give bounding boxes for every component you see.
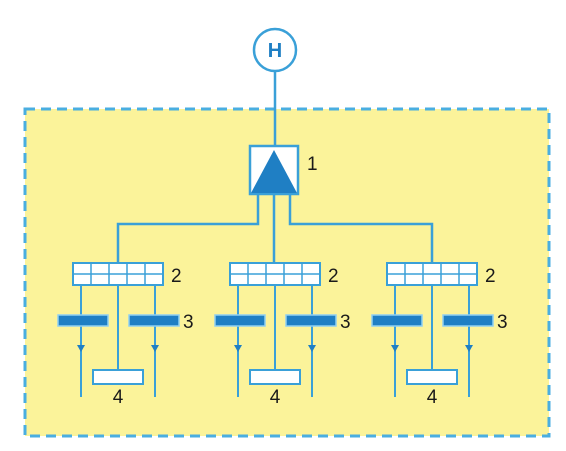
bar-number: 3: [497, 312, 508, 333]
block: [92, 369, 144, 385]
distribution-groups: 2 3 4 2 3 4 2 3 4: [57, 262, 508, 408]
manifold-number: 2: [171, 266, 182, 287]
group-3: 2 3 4: [371, 262, 508, 408]
manifold-number: 2: [485, 266, 496, 287]
group-2: 2 3 4: [214, 262, 351, 408]
bar-right: [285, 314, 337, 327]
flow-arrow-icon: [77, 345, 85, 352]
block: [249, 369, 301, 385]
bar-number: 3: [340, 312, 351, 333]
pump-triangle-icon: [251, 150, 297, 193]
manifold-number: 2: [328, 266, 339, 287]
bar-left: [57, 314, 109, 327]
block-number: 4: [427, 387, 438, 408]
flow-arrow-icon: [151, 345, 159, 352]
pump-number: 1: [307, 154, 318, 175]
bar-right: [128, 314, 180, 327]
flow-arrow-icon: [465, 345, 473, 352]
block-number: 4: [270, 387, 281, 408]
flow-arrow-icon: [234, 345, 242, 352]
bar-number: 3: [183, 312, 194, 333]
flow-arrow-icon: [391, 345, 399, 352]
h-node: [252, 27, 298, 73]
h-node-label: H: [268, 40, 282, 62]
block-number: 4: [113, 387, 124, 408]
bar-right: [442, 314, 494, 327]
bar-left: [371, 314, 423, 327]
flow-arrow-icon: [308, 345, 316, 352]
group-1: 2 3 4: [57, 262, 194, 408]
bar-left: [214, 314, 266, 327]
distribution-lines: [116, 194, 434, 263]
block: [406, 369, 458, 385]
